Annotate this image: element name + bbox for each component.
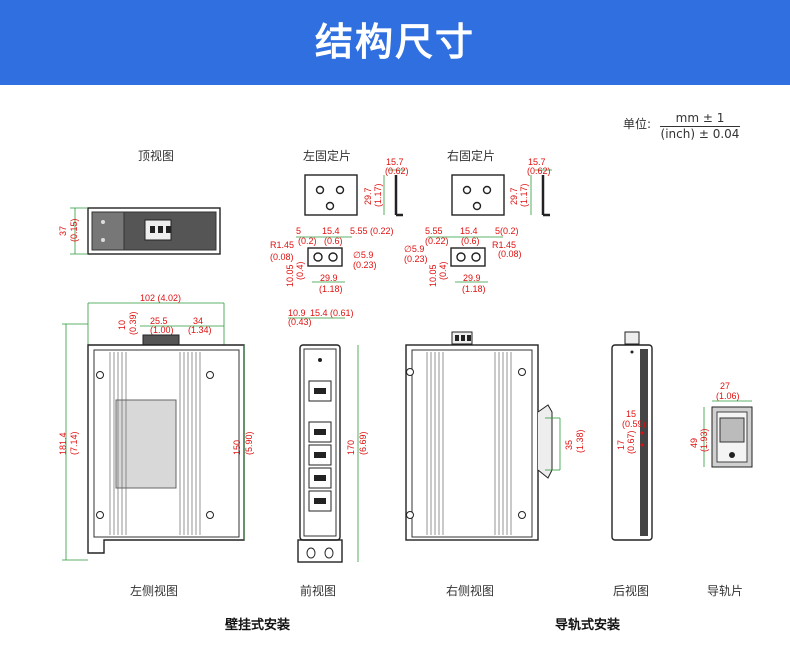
dim-rb-height-inch: (1.17) (519, 183, 529, 207)
din-rail-title: 导轨式安装 (555, 618, 621, 633)
unit-label: 单位: (623, 117, 652, 131)
dim-lb-b: 15.4 (322, 226, 340, 236)
left-bracket-drawing: 15.7 (0.62) 29.7 (1.17) 5 15.4 5.55 (0.2… (270, 157, 409, 294)
front-view-title: 前视图 (300, 584, 337, 598)
top-view-drawing: 37 (0.15) (58, 207, 221, 255)
dim-ls-b-inch: (1.00) (150, 325, 174, 335)
rail-clip-title: 导轨片 (707, 584, 744, 598)
rear-view-title: 后视图 (613, 584, 650, 598)
unit-fraction: mm ± 1 (inch) ± 0.04 (660, 111, 740, 141)
dim-rc-height-inch: (1.93) (699, 428, 709, 452)
header-banner (0, 0, 790, 85)
right-side-view-drawing: 35 (1.38) (405, 331, 585, 541)
dim-rb-height: 29.7 (509, 187, 519, 205)
dim-rb-a-inch: (0.22) (425, 236, 449, 246)
right-side-view-title: 右侧视图 (446, 584, 495, 598)
dim-rv-a-inch: (0.59) (622, 419, 646, 429)
top-view-title: 顶视图 (138, 149, 175, 163)
dim-rs-height-inch: (1.38) (575, 429, 585, 453)
dim-rb-a: 5.55 (425, 226, 443, 236)
dim-rb-radius-inch: (0.08) (498, 249, 522, 259)
page-title: 结构尺寸 (314, 20, 475, 64)
dim-top-height: 37 (58, 226, 68, 236)
dim-rb-width: 15.7 (528, 157, 546, 167)
rear-view-drawing: 15 (0.59) 17 (0.67) (611, 331, 653, 541)
dim-rb-b-inch: (0.6) (461, 236, 480, 246)
dim-lb-a-inch: (0.2) (298, 236, 317, 246)
dim-ls-height2: 150 (232, 440, 242, 455)
dim-rb-b: 15.4 (460, 226, 478, 236)
dim-rb-vertical-inch: (0.4) (438, 261, 448, 280)
dim-rb-radius: R1.45 (492, 240, 516, 250)
dim-lb-span-inch: (1.18) (319, 284, 343, 294)
dim-rs-height: 35 (564, 440, 574, 450)
dim-lb-height: 29.7 (363, 187, 373, 205)
dim-top-height-inch: (0.15) (69, 218, 79, 242)
dim-lb-b-inch: (0.6) (324, 236, 343, 246)
dim-lb-hole: ∅5.9 (353, 250, 373, 260)
wall-mount-title: 壁挂式安装 (225, 618, 291, 633)
dim-ls-a: 10 (117, 320, 127, 330)
dim-lb-c: 5.55 (0.22) (350, 226, 394, 236)
dim-rb-span-inch: (1.18) (462, 284, 486, 294)
dim-ls-b: 25.5 (150, 316, 168, 326)
dim-rb-width-inch: (0.62) (527, 166, 551, 176)
rail-clip-drawing: 27 (1.06) 49 (1.93) (689, 381, 753, 468)
dim-rv-b-inch: (0.67) (626, 430, 636, 454)
left-bracket-title: 左固定片 (303, 149, 352, 163)
front-view-drawing: 10.9 (0.43) 15.4 (0.61) 170 (6.69) (288, 308, 368, 563)
dim-lb-width-inch: (0.62) (385, 166, 409, 176)
dim-lb-vertical-inch: (0.4) (295, 261, 305, 280)
dim-ls-c: 34 (193, 316, 203, 326)
dim-rc-width-inch: (1.06) (716, 391, 740, 401)
dim-rv-b: 17 (616, 440, 626, 450)
dim-rb-hole-inch: (0.23) (404, 254, 428, 264)
dim-lb-height-inch: (1.17) (373, 183, 383, 207)
dim-fv-b: 15.4 (0.61) (310, 308, 354, 318)
dim-fv-a: 10.9 (288, 308, 306, 318)
dim-rv-a: 15 (626, 409, 636, 419)
right-bracket-drawing: 15.7 (0.62) 29.7 (1.17) 5.55 15.4 5(0.2)… (404, 157, 552, 294)
dim-ls-c-inch: (1.34) (188, 325, 212, 335)
dim-fv-height-inch: (6.69) (358, 431, 368, 455)
dim-ls-height: 181.4 (58, 432, 68, 455)
dim-ls-height2-inch: (5.90) (244, 431, 254, 455)
left-side-view-title: 左侧视图 (130, 584, 179, 598)
dim-lb-span: 29.9 (320, 273, 338, 283)
dim-rb-span: 29.9 (463, 273, 481, 283)
dim-lb-width: 15.7 (386, 157, 404, 167)
dim-lb-radius: R1.45 (270, 240, 294, 250)
dim-rb-c: 5(0.2) (495, 226, 519, 236)
dim-lb-a: 5 (296, 226, 301, 236)
unit-numerator: mm ± 1 (660, 111, 740, 127)
dim-ls-height-inch: (7.14) (69, 431, 79, 455)
dim-lb-hole-inch: (0.23) (353, 260, 377, 270)
dim-rb-vertical: 10.05 (428, 264, 438, 287)
dim-lb-vertical: 10.05 (285, 264, 295, 287)
dim-fv-height: 170 (346, 440, 356, 455)
left-side-view-drawing: 102 (4.02) 10 (0.39) 25.5 (1.00) 34 (1.3… (58, 293, 254, 561)
dim-fv-a-inch: (0.43) (288, 317, 312, 327)
right-bracket-title: 右固定片 (447, 149, 496, 163)
dim-ls-a-inch: (0.39) (128, 311, 138, 335)
dim-ls-width: 102 (4.02) (140, 293, 181, 303)
dim-rb-hole: ∅5.9 (404, 244, 424, 254)
dim-rc-height: 49 (689, 438, 699, 448)
dim-lb-radius-inch: (0.08) (270, 252, 294, 262)
dim-rc-width: 27 (720, 381, 730, 391)
unit-denominator: (inch) ± 0.04 (660, 127, 740, 141)
